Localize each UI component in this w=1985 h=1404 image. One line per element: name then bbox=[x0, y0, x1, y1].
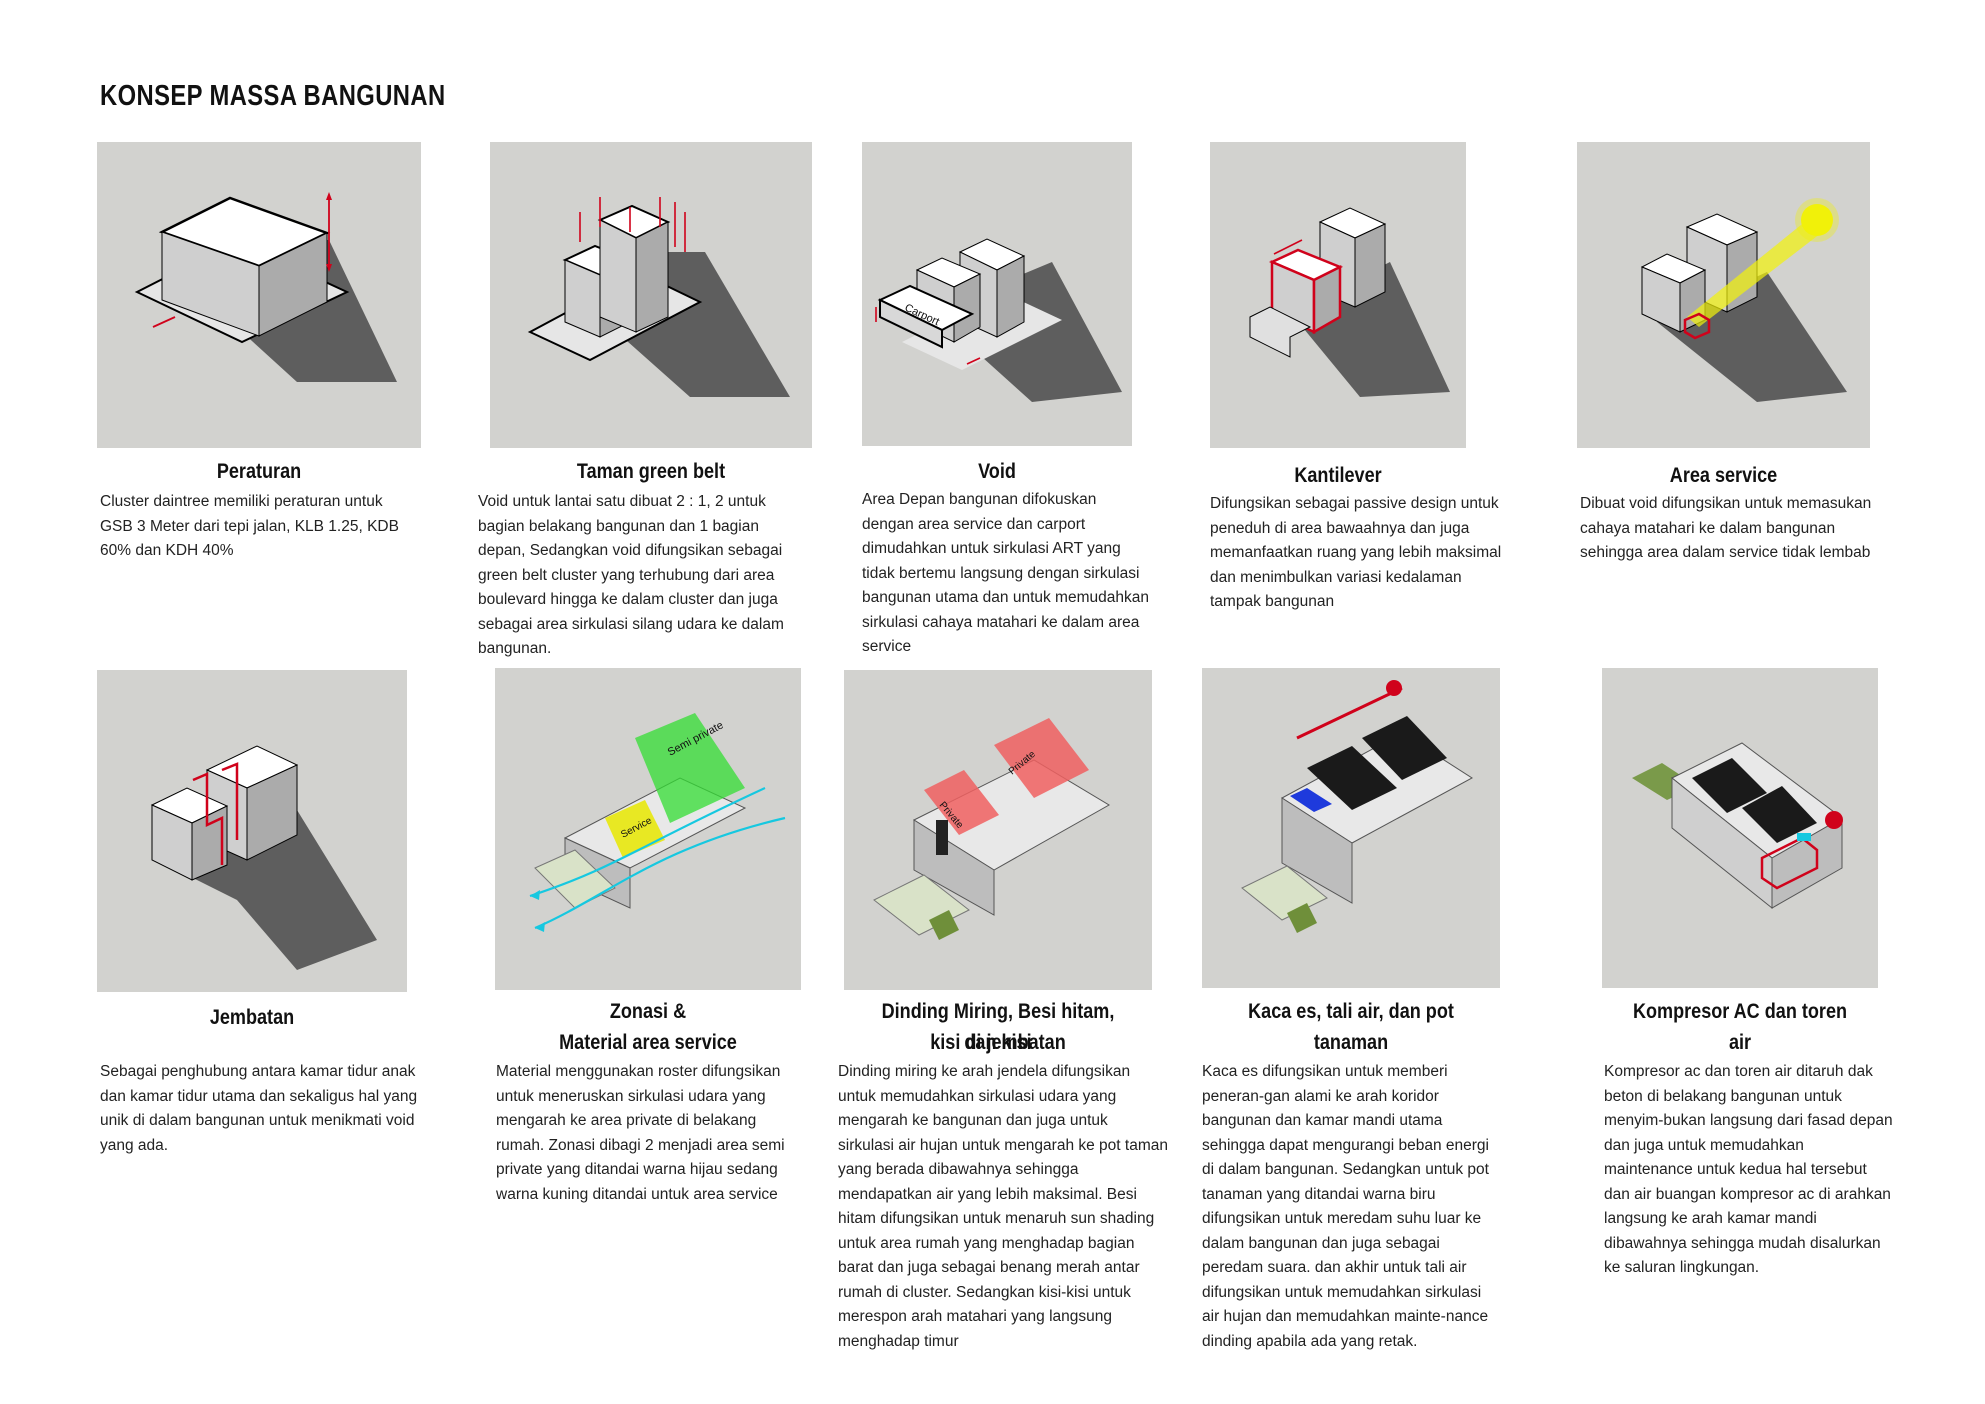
diagram-jembatan bbox=[97, 670, 407, 992]
item-title: Kaca es, tali air, dan pot tanaman bbox=[1223, 996, 1479, 1058]
item-title-line2: kisi di jembatan bbox=[866, 1027, 1131, 1058]
item-desc: Material menggunakan roster difungsikan … bbox=[496, 1060, 806, 1207]
item-desc: Sebagai penghubung antara kamar tidur an… bbox=[100, 1060, 430, 1158]
item-title: Jembatan bbox=[119, 1002, 386, 1033]
diagram-zonasi: Semi private Service bbox=[495, 668, 801, 990]
item-title-line1: Zonasi & bbox=[516, 996, 779, 1027]
item-title-line2: Material area service bbox=[516, 1027, 779, 1058]
item-title: Taman green belt bbox=[513, 456, 790, 487]
page-title: KONSEP MASSA BANGUNAN bbox=[100, 80, 446, 113]
item-desc: Difungsikan sebagai passive design untuk… bbox=[1210, 492, 1510, 615]
diagram-area-service bbox=[1577, 142, 1870, 448]
item-title: Kompresor AC dan toren air bbox=[1621, 996, 1858, 1058]
item-desc: Kaca es difungsikan untuk memberi penera… bbox=[1202, 1060, 1502, 1354]
mid-block-right bbox=[636, 222, 668, 332]
diagram-kantilever bbox=[1210, 142, 1466, 448]
rear-block-right bbox=[1355, 224, 1385, 307]
item-desc: Void untuk lantai satu dibuat 2 : 1, 2 u… bbox=[478, 490, 808, 662]
item-desc: Cluster daintree memiliki peraturan untu… bbox=[100, 490, 410, 564]
diagram-dinding-miring: Private Private bbox=[844, 670, 1152, 990]
gsb-arrow bbox=[153, 317, 175, 327]
item-desc: Area Depan bangunan difokuskan dengan ar… bbox=[862, 488, 1152, 660]
diagram-void: Carport bbox=[862, 142, 1132, 446]
ac-unit bbox=[1797, 833, 1811, 841]
item-title: Void bbox=[881, 456, 1113, 487]
item-title: Area service bbox=[1598, 460, 1850, 491]
diagram-kaca-es bbox=[1202, 668, 1500, 988]
diagram-taman-green-belt bbox=[490, 142, 812, 448]
water-tank bbox=[1386, 680, 1402, 696]
diagram-kompresor-ac bbox=[1602, 668, 1878, 988]
item-desc: Kompresor ac dan toren air ditaruh dak b… bbox=[1604, 1060, 1894, 1281]
item-desc: Dinding miring ke arah jendela difungsik… bbox=[838, 1060, 1168, 1354]
diagram-peraturan bbox=[97, 142, 421, 448]
item-desc: Dibuat void difungsikan untuk memasukan … bbox=[1580, 492, 1900, 566]
item-title: Peraturan bbox=[120, 456, 399, 487]
water-tank bbox=[1825, 811, 1843, 829]
item-title: Kantilever bbox=[1228, 460, 1448, 491]
iron-frame bbox=[936, 820, 948, 855]
mid-block-left bbox=[600, 220, 636, 332]
